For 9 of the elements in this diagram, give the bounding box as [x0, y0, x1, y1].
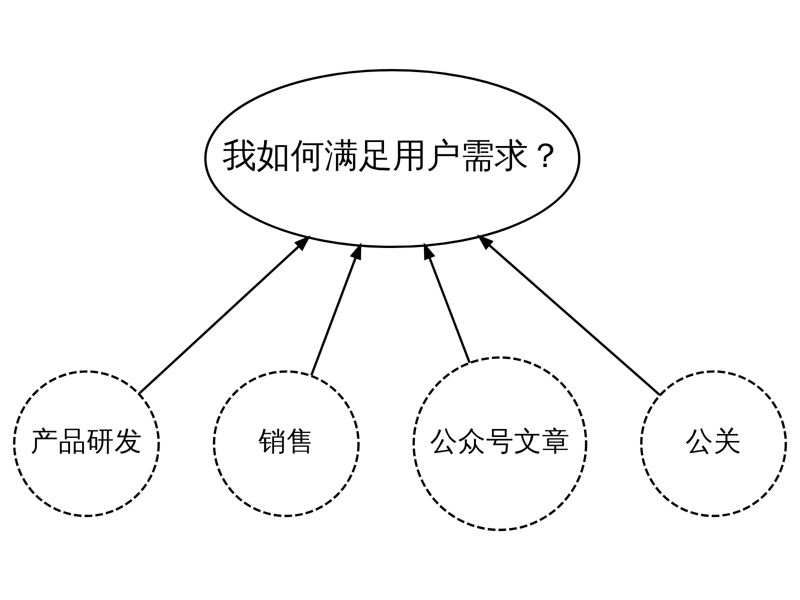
arrow [424, 242, 471, 364]
arrow [477, 234, 661, 396]
node-circle: 公关 [640, 370, 787, 518]
node-circle: 销售 [212, 370, 360, 518]
arrow [138, 235, 311, 395]
node-circle: 公众号文章 [412, 356, 588, 532]
node-ellipse: 我如何满足用户需求？ [204, 69, 580, 248]
node-circle: 产品研发 [13, 370, 160, 518]
arrow [310, 242, 362, 376]
